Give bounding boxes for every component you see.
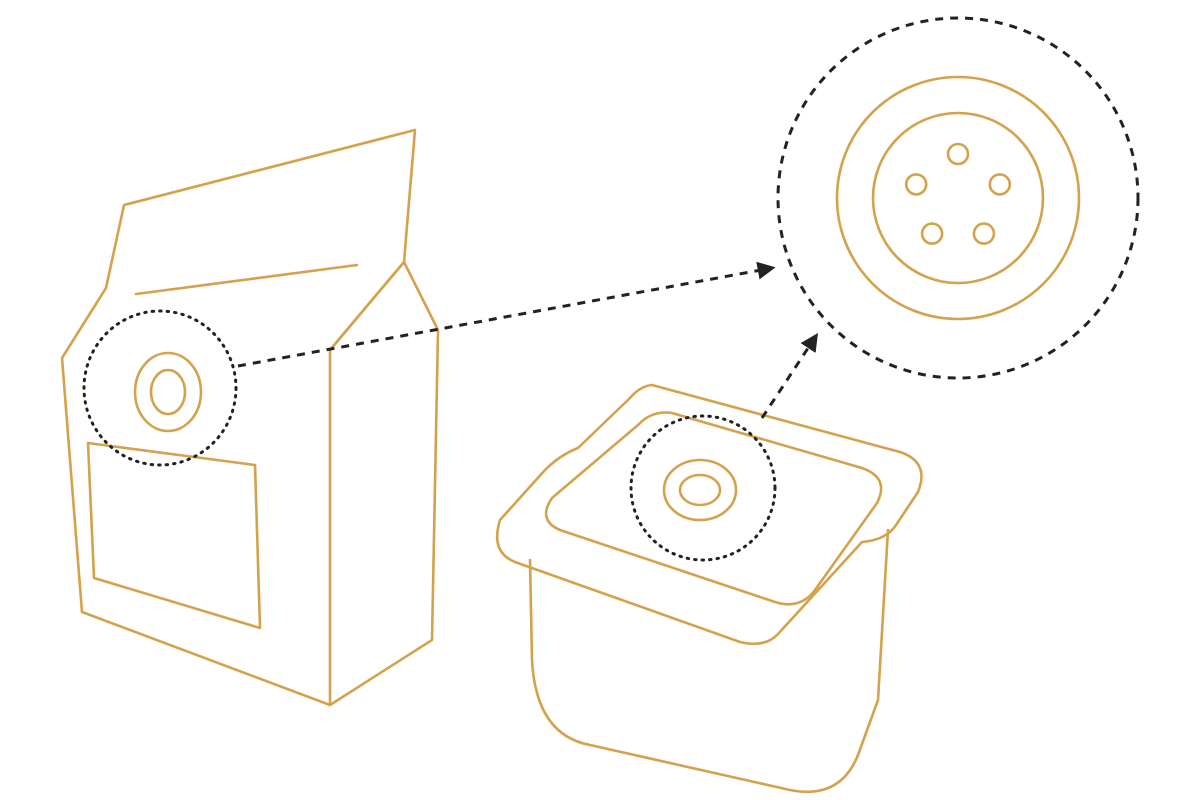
tub-to-valve-arrow [760, 332, 818, 419]
valve-hole [988, 173, 1012, 196]
valve-holes [904, 142, 1012, 245]
valve-hole [904, 173, 928, 196]
tub-body [528, 528, 890, 794]
bag-to-valve-arrow [237, 261, 776, 368]
valve-inner-ring [871, 111, 1045, 285]
valve-hole [920, 222, 944, 245]
valve-zoom-circle [776, 16, 1140, 380]
bag-valve-highlight-circle [82, 309, 238, 467]
valve-hole [972, 222, 996, 245]
valve-detail [835, 75, 1081, 321]
coffee-bag [60, 128, 440, 707]
tub-valve [662, 458, 738, 522]
tub-valve-highlight-circle [629, 414, 777, 562]
coffee-tub [495, 383, 923, 794]
bag-side-face [328, 260, 440, 707]
bag-front-face [60, 128, 417, 707]
bag-label [86, 441, 262, 630]
valve-outer-ring [835, 75, 1081, 321]
valve-hole [946, 142, 970, 166]
tub-inner-lid [544, 411, 883, 606]
bag-valve [133, 351, 203, 433]
tub-outer-rim [495, 383, 923, 646]
bag-seal-line [134, 263, 359, 296]
